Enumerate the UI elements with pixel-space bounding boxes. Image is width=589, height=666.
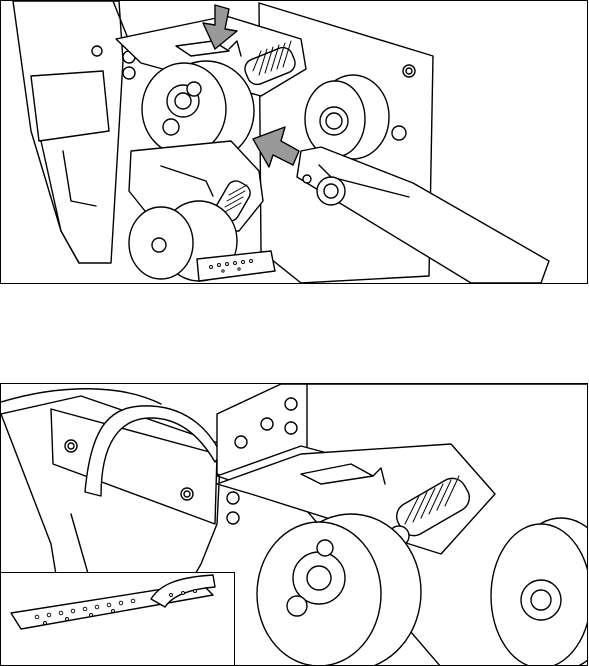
plate-screw-center — [184, 491, 190, 497]
guide-pin — [303, 175, 311, 183]
guide-knob-center — [324, 184, 338, 198]
plate-screw-center — [406, 68, 412, 74]
bracket-screw — [227, 512, 239, 524]
bracket-screw — [261, 418, 273, 430]
bracket-screw — [235, 436, 247, 448]
diagram-panel-top — [0, 0, 588, 284]
diagram-panel-bottom — [0, 383, 588, 666]
plate-screw-center — [68, 443, 74, 449]
drive-roller — [257, 514, 421, 666]
bracket-screw — [285, 422, 297, 434]
bracket-screw — [285, 398, 297, 410]
punched-tape-detail — [1, 573, 234, 666]
bracket-screw — [227, 492, 239, 504]
housing-screw — [123, 67, 135, 79]
tape-reader-open-illustration — [1, 1, 588, 284]
housing-screw — [92, 46, 102, 56]
punched-tape-detail-inset — [1, 572, 235, 666]
